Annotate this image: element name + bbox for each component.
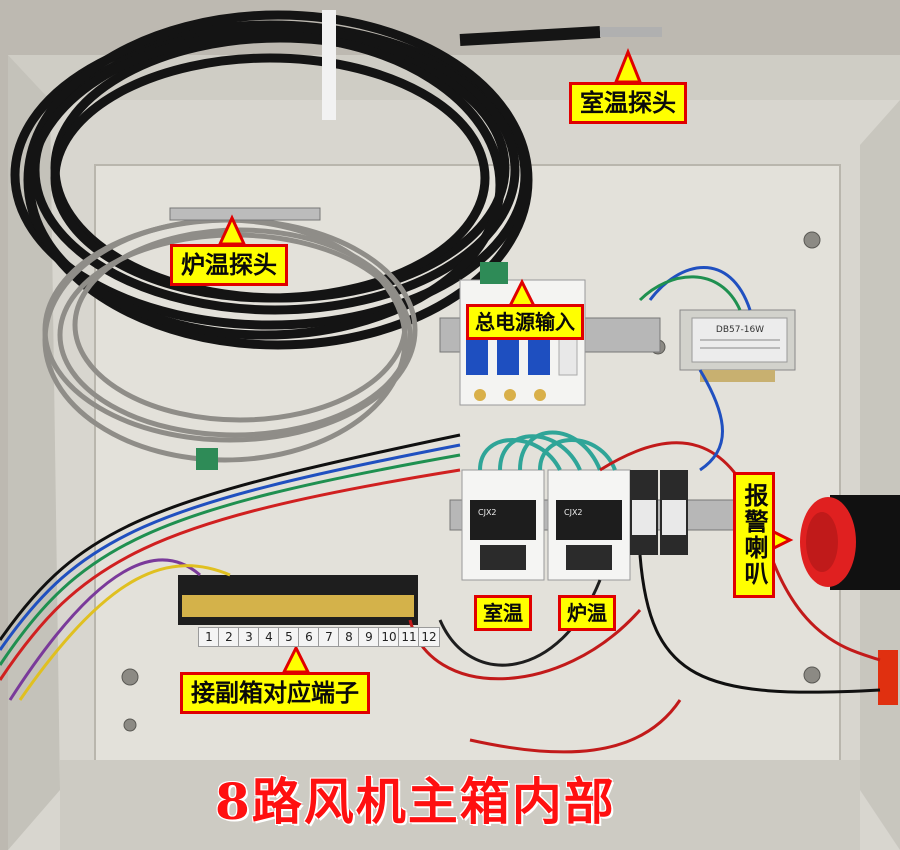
page-title: 8路风机主箱内部 xyxy=(215,772,616,831)
cable-tie xyxy=(322,10,336,120)
cabinet-right-wall xyxy=(860,100,900,850)
transformer: DB57-16W xyxy=(679,309,796,382)
green-connector xyxy=(196,448,218,470)
terminal-number: 1 xyxy=(198,627,220,647)
terminal-block xyxy=(178,575,418,625)
terminal-number: 5 xyxy=(278,627,300,647)
terminal-number: 8 xyxy=(338,627,360,647)
label-alarm-horn: 报警喇叭 xyxy=(733,472,775,598)
terminal-number: 11 xyxy=(398,627,420,647)
power-input-connector xyxy=(480,262,508,284)
teal-wires xyxy=(478,430,617,471)
relays xyxy=(630,470,688,555)
furnace-temp-probe-tip xyxy=(169,207,321,221)
terminal-number: 6 xyxy=(298,627,320,647)
svg-text:CJX2: CJX2 xyxy=(564,508,583,517)
room-temp-probe-tip xyxy=(600,27,662,37)
contactor-furnace-temp: CJX2 xyxy=(547,469,631,581)
label-furnace-temp: 炉温 xyxy=(558,595,616,631)
terminal-number: 10 xyxy=(378,627,400,647)
label-main-power-input: 总电源输入 xyxy=(466,304,584,340)
label-room-temp: 室温 xyxy=(474,595,532,631)
external-terminal xyxy=(878,650,898,705)
terminal-number: 4 xyxy=(258,627,280,647)
terminal-number: 2 xyxy=(218,627,240,647)
room-probe-cable-coil xyxy=(10,10,533,350)
contactor-room-temp: CJX2 xyxy=(461,469,545,581)
terminal-number: 7 xyxy=(318,627,340,647)
alarm-horn xyxy=(800,495,900,590)
terminal-number: 9 xyxy=(358,627,380,647)
label-sub-box-terminals: 接副箱对应端子 xyxy=(180,672,370,714)
svg-text:CJX2: CJX2 xyxy=(478,508,497,517)
label-furnace-temp-probe: 炉温探头 xyxy=(170,244,288,286)
label-room-temp-probe: 室温探头 xyxy=(569,82,687,124)
terminal-number: 12 xyxy=(418,627,440,647)
wiring-harness xyxy=(0,433,461,701)
terminal-number: 3 xyxy=(238,627,260,647)
transformer-label: DB57-16W xyxy=(716,325,764,335)
